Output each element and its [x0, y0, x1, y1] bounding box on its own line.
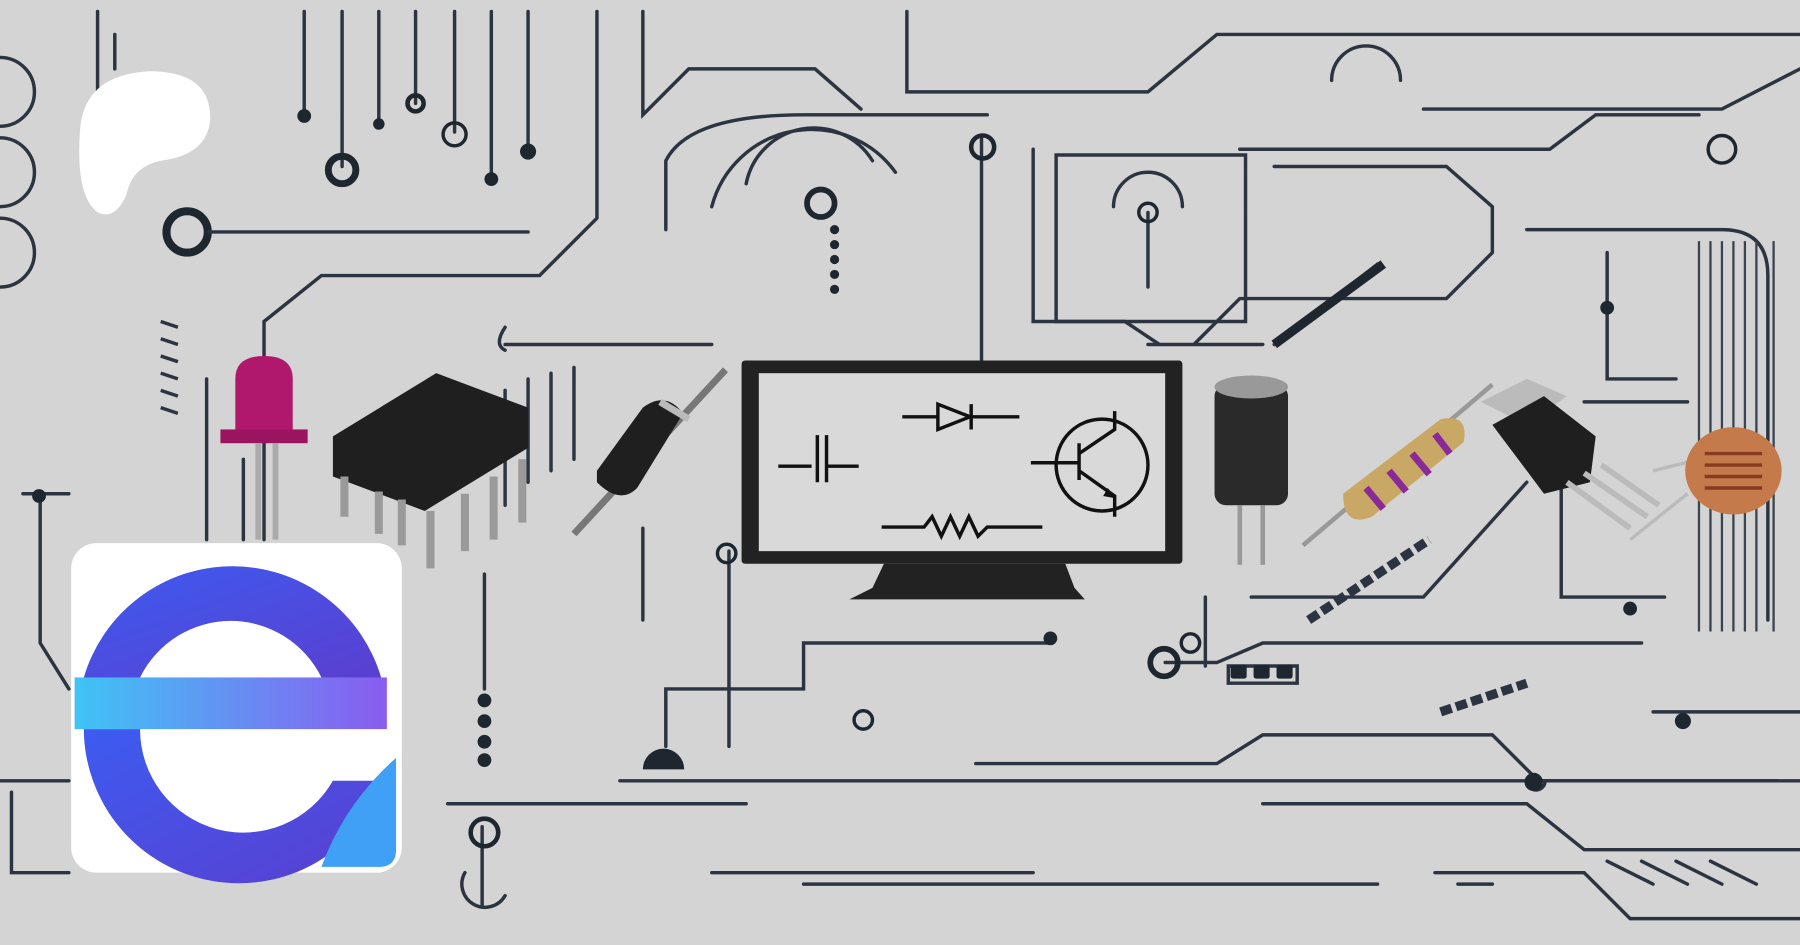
- led-icon: [220, 355, 308, 540]
- circuit-traces: [0, 9, 1800, 921]
- ic-chip-icon: [332, 373, 529, 569]
- electrolytic-capacitor-icon: [1214, 375, 1289, 565]
- diode-symbol-icon: [902, 401, 1020, 432]
- capacitor-symbol-icon: [778, 435, 859, 483]
- monitor-icon: [741, 360, 1183, 600]
- voltage-regulator-icon: [1480, 378, 1661, 531]
- diode-component-icon: [571, 367, 729, 537]
- app-logo-icon: [71, 543, 402, 884]
- resistor-component-icon: [1301, 382, 1494, 548]
- transistor-symbol-icon: [1030, 411, 1150, 517]
- resistor-symbol-icon: [881, 512, 1043, 541]
- photoresistor-icon: [1629, 427, 1782, 542]
- patreon-logo-icon: [79, 71, 211, 215]
